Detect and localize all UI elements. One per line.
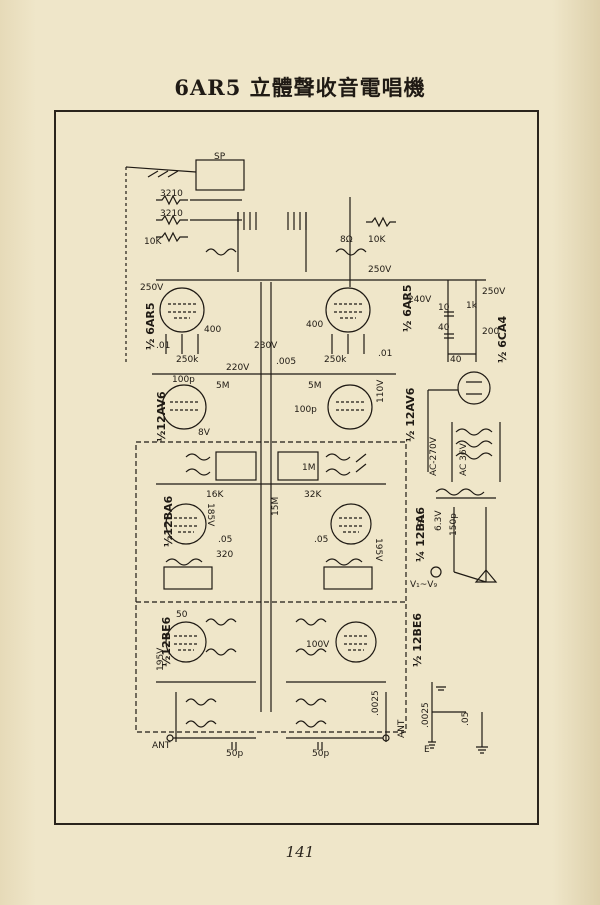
cap-50p-left: 50p	[226, 749, 243, 759]
cap-100p-right: 100p	[294, 405, 317, 415]
cap-01-right: .01	[378, 349, 392, 359]
speaker-switch-block: SP 3210 3210 10K	[125, 152, 245, 362]
antenna-label-left: ANT	[152, 741, 171, 751]
tube-6ar5-right: 250V 400 ½ 6AR5	[306, 265, 414, 354]
voltage-230v: 230V	[254, 341, 278, 351]
tube-12be6-left: 50 195V ½12BE6	[156, 610, 256, 683]
resistor-1k: 1k	[466, 301, 478, 311]
cap-10: 10	[438, 303, 450, 313]
cap-005: .005	[276, 357, 296, 367]
heater-string-label: V₁~V₉	[410, 580, 437, 590]
tube-label-6ar5-left: ½ 6AR5	[144, 302, 157, 350]
detector-volume-area: 1M	[156, 451, 386, 485]
resistor-32k: 32K	[304, 490, 322, 500]
tube-label-12be6-left: ½12BE6	[160, 616, 173, 667]
ac-270v-label: AC-270V	[429, 436, 439, 476]
resistor-15m: 15M	[271, 497, 281, 516]
voltage-250v-ps: 250V	[482, 287, 506, 297]
earth-label: E	[424, 745, 430, 755]
pilot-lamp-label: P.L.	[417, 511, 427, 526]
pilot-and-heater: P.L. 6.3V 150p V₁~V₉	[410, 507, 498, 590]
resistor-5m-left: 5M	[216, 381, 230, 391]
schematic-diagram: SP 3210 3210 10K 8Ω 10K 250V ½ 6AR5 400	[125, 152, 509, 759]
voltage-100v: 100V	[306, 640, 330, 650]
tube-12be6-right: 100V ½ 12BE6	[286, 613, 424, 683]
voltage-8v: 8V	[198, 428, 211, 438]
voltage-250v-left: 250V	[140, 283, 164, 293]
cap-100p-left: 100p	[172, 375, 195, 385]
resistor-8-ohm: 8Ω	[340, 235, 353, 245]
voltage-110v: 110V	[376, 379, 386, 403]
cap-40-b: 40	[450, 355, 462, 365]
tube-label-6ca4: ½ 6CA4	[496, 316, 509, 363]
voltage-195v-left: 195V	[156, 647, 166, 671]
resistor-16k: 16K	[206, 490, 224, 500]
resistor-10k-right: 10K	[368, 235, 386, 245]
voltage-185v-left: 185V	[205, 503, 215, 527]
voltage-250v-right: 250V	[368, 265, 392, 275]
resistor-3210-b: 3210	[160, 209, 183, 219]
cap-50p-right: 50p	[312, 749, 329, 759]
power-supply-filter: 250V 10 1k 40 200 40	[438, 280, 506, 365]
resistor-400-right: 400	[306, 320, 323, 330]
voltage-195v-right: 195V	[373, 538, 383, 562]
tube-label-12ba6-right: ¼ 12BA6	[414, 507, 427, 562]
resistor-1m: 1M	[302, 463, 316, 473]
cap-05-right: .05	[314, 535, 328, 545]
resistor-50: 50	[176, 610, 188, 620]
tube-12av6-right: 5M 100p 110V ½ 12AV6	[294, 379, 417, 442]
resistor-10k-left: 10K	[144, 237, 162, 247]
output-transformers: 8Ω 10K	[205, 197, 396, 287]
power-transformer: AC 36V AC-270V	[429, 422, 501, 499]
tube-6ca4-rectifier: ½ 6CA4	[427, 316, 509, 472]
page-title: 6AR5 立體聲收音電唱機	[174, 75, 426, 100]
voltage-6-3v: 6.3V	[434, 510, 444, 531]
coupling-components: 250k 250k .01 .01 220V 230V .005	[152, 282, 396, 712]
voltage-240v: 240V	[408, 295, 432, 305]
resistor-3210-a: 3210	[160, 189, 183, 199]
resistor-200: 200	[482, 327, 499, 337]
antenna-label-right: ANT	[397, 719, 407, 738]
resistor-5m-right: 5M	[308, 381, 322, 391]
tube-6ar5-left: 250V ½ 6AR5 400	[140, 283, 221, 354]
tube-label-12be6-right: ½ 12BE6	[411, 613, 424, 667]
tube-label-6ar5-right: ½ 6AR5	[401, 284, 414, 332]
voltage-220v: 220V	[226, 363, 250, 373]
cap-05-earth: .05	[461, 712, 471, 726]
schematic-frame	[54, 110, 539, 825]
page-number: 141	[285, 843, 315, 861]
cap-05-left: .05	[218, 535, 232, 545]
cap-0025-right: .0025	[371, 690, 381, 716]
resistor-250k-left: 250k	[176, 355, 199, 365]
antenna-input-left: ANT 50p	[152, 692, 256, 759]
heater-ac-36v: AC 36V	[459, 442, 469, 476]
antenna-input-right: ANT 50p .0025	[286, 690, 407, 759]
tube-12ba6-right: 32K 15M .05 195V ¼ 12BA6	[271, 490, 427, 590]
cap-320-left: 320	[216, 550, 233, 560]
tube-12ba6-left: 185V 16K .05 320 ½12BA6	[162, 490, 233, 590]
tube-label-12av6-right: ½ 12AV6	[404, 387, 417, 442]
earth-terminal: .0025 E .05	[421, 682, 488, 755]
cap-0025-earth: .0025	[421, 702, 431, 728]
tube-label-12ba6-left: ½12BA6	[162, 495, 175, 547]
tube-label-12av6-left: ½12AV6	[155, 391, 168, 442]
speaker-label: SP	[214, 152, 226, 162]
cap-40-a: 40	[438, 323, 450, 333]
cap-01-left: .01	[156, 341, 170, 351]
resistor-400-left: 400	[204, 325, 221, 335]
resistor-250k-right: 250k	[324, 355, 347, 365]
tube-12av6-left: 100p 5M 8V ½12AV6	[155, 375, 230, 442]
